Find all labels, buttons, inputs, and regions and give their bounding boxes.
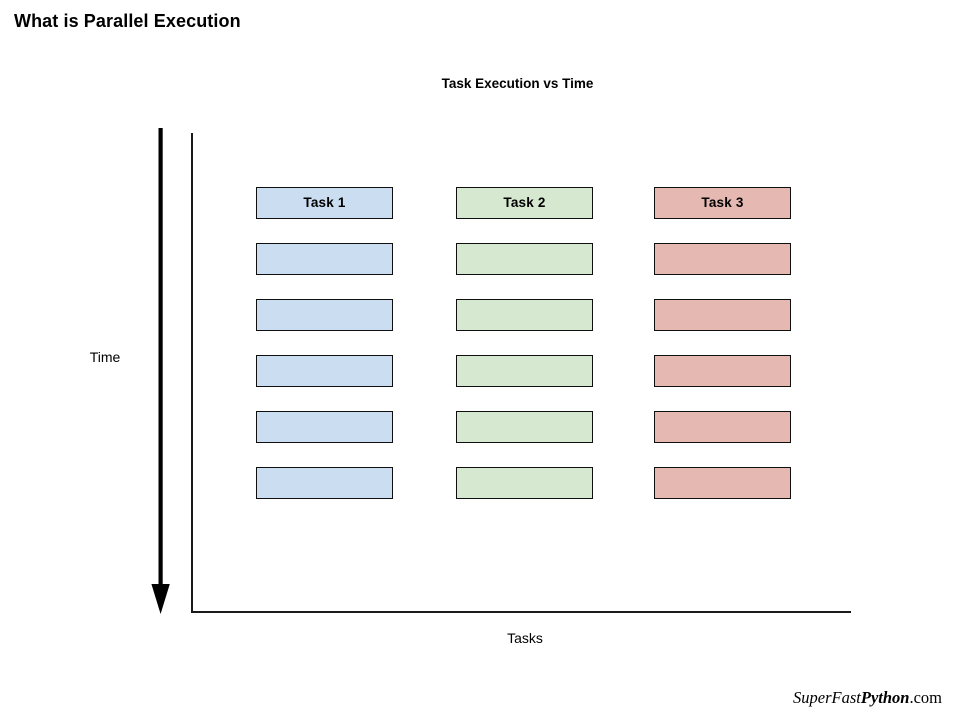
task-bar-3-slice-6: [654, 467, 791, 499]
task-bar-2-slice-3: [456, 299, 593, 331]
brand-text-python: Python: [860, 688, 910, 707]
down-arrow-icon: [151, 128, 170, 614]
task-bar-1-slice-4: [256, 355, 393, 387]
task-bar-label: Task 3: [701, 195, 744, 211]
y-axis-line: [191, 133, 193, 612]
task-bar-1-slice-5: [256, 411, 393, 443]
task-bar-label: Task 2: [503, 195, 546, 211]
x-axis-line: [191, 611, 851, 613]
y-axis-label: Time: [89, 349, 121, 365]
task-bar-1-slice-3: [256, 299, 393, 331]
chart-title-text: Task Execution vs Time: [441, 76, 594, 91]
task-bar-3-slice-1: Task 3: [654, 187, 791, 219]
task-bar-2-slice-2: [456, 243, 593, 275]
page-title: What is Parallel Execution: [14, 11, 241, 31]
task-bar-3-slice-2: [654, 243, 791, 275]
task-bar-1-slice-6: [256, 467, 393, 499]
task-bar-3-slice-5: [654, 411, 791, 443]
task-bar-3-slice-4: [654, 355, 791, 387]
chart-title: Task Execution vs Time: [0, 76, 960, 91]
x-axis-label: Tasks: [507, 630, 543, 646]
brand-watermark: SuperFastPython.com: [793, 688, 942, 708]
task-bar-1-slice-1: Task 1: [256, 187, 393, 219]
task-bar-1-slice-2: [256, 243, 393, 275]
task-bar-3-slice-3: [654, 299, 791, 331]
brand-text-com: .com: [909, 688, 942, 707]
task-bar-2-slice-6: [456, 467, 593, 499]
task-bar-2-slice-4: [456, 355, 593, 387]
task-bar-2-slice-5: [456, 411, 593, 443]
task-bar-label: Task 1: [303, 195, 346, 211]
task-bar-2-slice-1: Task 2: [456, 187, 593, 219]
brand-text-superfast: SuperFast: [793, 688, 861, 707]
